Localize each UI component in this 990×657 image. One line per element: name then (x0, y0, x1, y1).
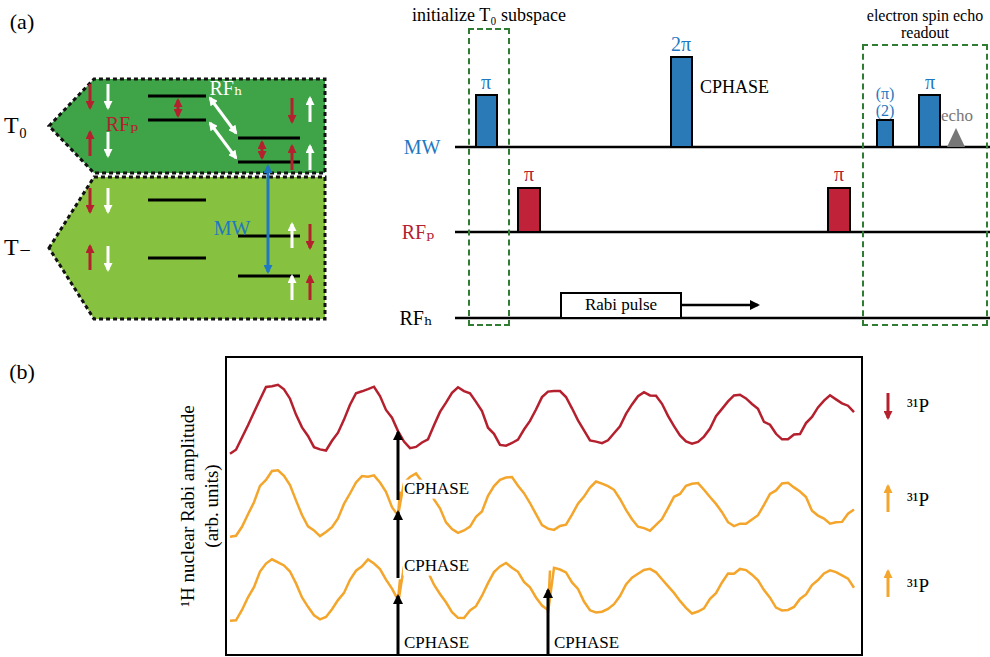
channel-label: RFₚ (402, 221, 434, 243)
panel-label: (a) (10, 10, 34, 34)
pulse-angle: π (925, 71, 935, 93)
pulse-name: Rabi pulse (585, 296, 657, 315)
panel-label: (b) (9, 360, 35, 384)
echo-symbol (947, 128, 965, 147)
nucleus-label: ³¹P (907, 490, 929, 511)
cphase-arrows (398, 432, 548, 655)
level-region: T₋ (48, 176, 326, 320)
region-label: T₀ (4, 112, 27, 138)
traces (230, 385, 854, 621)
pulse-angle: (2) (876, 102, 895, 120)
transition-label: RFₕ (209, 77, 242, 99)
axis-label: ¹H nuclear Rabi amplitude (arb. units) (176, 386, 224, 626)
nucleus-label: ³¹P (907, 396, 929, 417)
pulse-angle: π (834, 163, 844, 185)
channel-label: RFₕ (399, 307, 432, 329)
pulse-angle: 2π (671, 33, 691, 55)
pulse-box: Rabi pulse (560, 292, 682, 319)
nucleus-label: ³¹P (907, 576, 929, 597)
region-label: T₋ (4, 234, 31, 260)
gate-label: CPHASE (403, 557, 470, 576)
transition-label: MW (214, 217, 251, 239)
pulse-name: CPHASE (700, 78, 769, 98)
baseline (455, 147, 990, 318)
pulse-angle: π (524, 163, 534, 185)
plot-frame (226, 357, 862, 655)
transition-label: RFₚ (106, 113, 138, 135)
rabi-trace (230, 559, 854, 620)
rabi-trace (230, 470, 854, 537)
sweep-arrow (682, 304, 758, 307)
pulse-angle: (π) (876, 85, 895, 103)
channel-label: MW (404, 136, 441, 158)
spin-arrows (887, 393, 890, 597)
echo-label: echo (941, 107, 973, 126)
gate-label: CPHASE (403, 634, 470, 653)
block-heading: electron spin echo readout (862, 7, 988, 42)
gate-label: CPHASE (403, 480, 470, 499)
pulses (476, 57, 940, 232)
pulse-angle: π (481, 71, 491, 93)
block-heading: initialize T₀ subspace (412, 6, 566, 26)
gate-label: CPHASE (553, 634, 620, 653)
level-region: T₀ (48, 78, 326, 174)
rabi-trace (230, 385, 854, 454)
